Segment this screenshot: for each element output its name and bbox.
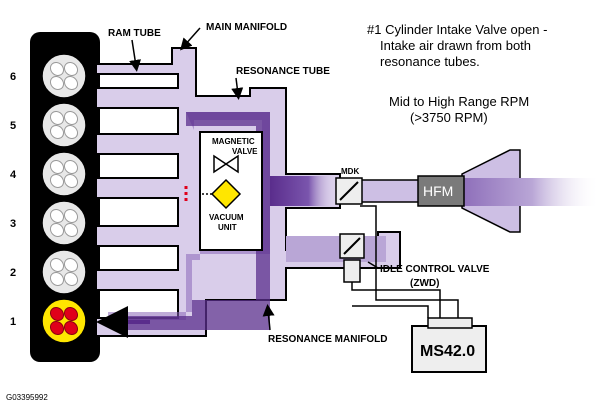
valve-5-3 [49,124,65,140]
idle-valve-label: IDLE CONTROL VALVE [380,264,490,275]
valve-2-3 [49,271,65,287]
description-line-4: Mid to High Range RPM [389,94,529,109]
cylinder-2 [41,249,87,295]
hfm-sensor [417,175,465,207]
vacuum-unit-icon [210,178,242,210]
cylinder-number-1: 1 [10,316,16,328]
valve-1-2 [63,306,79,322]
valve-6-3 [49,75,65,91]
cylinder-5 [41,102,87,148]
valve-3-1 [49,208,65,224]
valve-6-1 [49,61,65,77]
wire-to-idle-valve [351,282,441,318]
airflow-path [112,112,270,330]
valve-6-4 [63,75,79,91]
resonance-manifold-label: RESONANCE MANIFOLD [268,334,387,345]
cylinder-number-3: 3 [10,218,16,230]
cylinder-number-6: 6 [10,71,16,83]
figure-code: G03395992 [6,393,48,402]
idle-valve-arrow [367,261,379,269]
description-line-2: Intake air drawn from both [380,38,531,53]
ecu-label: MS42.0 [420,343,475,360]
cylinder-3 [41,200,87,246]
cylinder-4 [41,151,87,197]
resonance-tube-arrow [231,77,244,100]
valve-1-4 [63,320,79,336]
vacuum-unit-label-1: VACUUM [209,213,244,222]
idle-valve-actuator [343,259,361,283]
zwd-label: (ZWD) [410,278,439,289]
cylinder-number-4: 4 [10,169,17,181]
valve-3-2 [63,208,79,224]
valve-4-3 [49,173,65,189]
cylinder-number-5: 5 [10,120,16,132]
valve-3-3 [49,222,65,238]
mdk-label: MDK [341,167,359,176]
cylinder-1 [41,298,87,344]
magnetic-label-2: VALVE [232,147,258,156]
upper-flow-channel [270,176,340,206]
ecu-connector [427,317,473,329]
valve-2-4 [63,271,79,287]
resonance-tube-label: RESONANCE TUBE [236,66,330,77]
resonance-chamber [108,112,270,320]
valve-1-1 [49,306,65,322]
cylinder-6 [41,53,87,99]
cylinder-group: 6 5 4 3 2 1 [10,53,87,344]
valve-2-1 [49,257,65,273]
valve-3-4 [63,222,79,238]
description-line-5: (>3750 RPM) [410,110,488,125]
vacuum-unit-label-2: UNIT [218,223,237,232]
valve-2-2 [63,257,79,273]
valve-4-1 [49,159,65,175]
ram-tube-label: RAM TUBE [108,28,161,39]
wire-to-mdk [360,205,459,318]
resonance-manifold-arrow [262,304,275,331]
ram-tube-arrow [129,39,142,72]
valve-4-2 [63,159,79,175]
description-line-3: resonance tubes. [380,54,480,69]
intake-pipe [359,179,421,203]
main-manifold-label: MAIN MANIFOLD [206,22,287,33]
lower-flow-channel [286,236,386,262]
valve-6-2 [63,61,79,77]
hfm-label: HFM [423,183,453,199]
description-line-1: #1 Cylinder Intake Valve open - [367,22,547,37]
magnetic-label-1: MAGNETIC [212,137,255,146]
valve-5-4 [63,124,79,140]
valve-5-1 [49,110,65,126]
main-manifold-arrow [180,27,201,51]
wire-to-ecu-loop [352,305,429,318]
cylinder-number-2: 2 [10,267,16,279]
magnetic-valve-icon [213,154,239,174]
ecu-box [411,325,487,373]
valve-5-2 [63,110,79,126]
valve-1-3 [49,320,65,336]
valve-4-4 [63,173,79,189]
